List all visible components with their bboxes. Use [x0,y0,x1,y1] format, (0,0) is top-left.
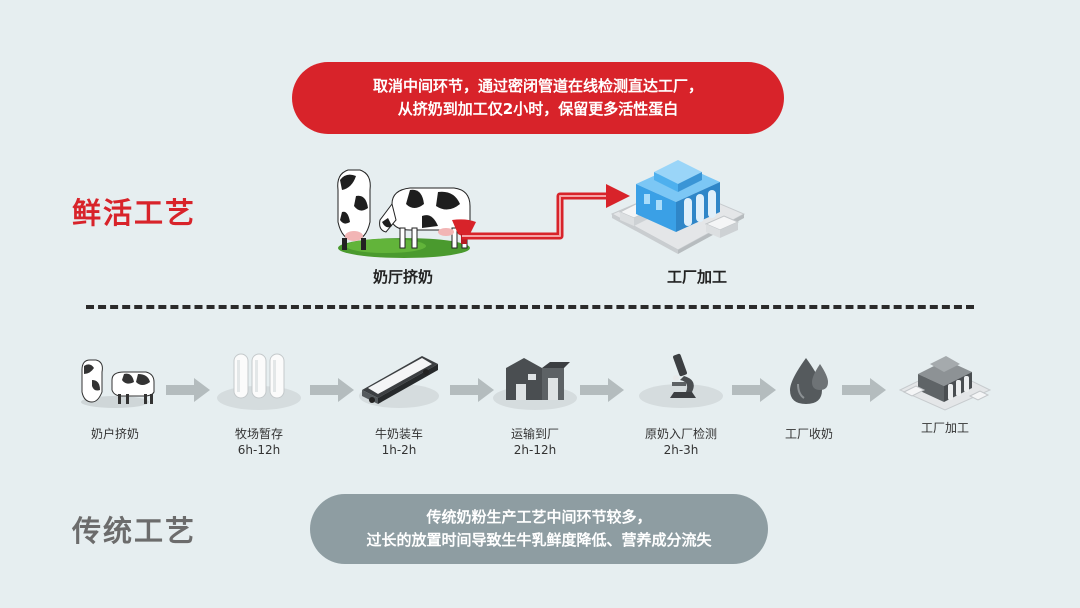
traditional-step-4: 运输到厂 2h-12h [480,350,590,458]
step-duration: 2h-12h [513,443,557,457]
step-label: 牧场暂存 [234,427,283,441]
arrow-right-icon [166,378,210,402]
fresh-process-banner: 取消中间环节，通过密闭管道在线检测直达工厂， 从挤奶到加工仅2小时，保留更多活性… [292,62,784,134]
sealed-pipeline-icon [462,184,630,240]
silo-tanks-icon [204,350,314,412]
traditional-process-banner: 传统奶粉生产工艺中间环节较多， 过长的放置时间导致生牛乳鲜度降低、营养成分流失 [310,494,768,564]
step-label: 牛奶装车 [374,427,423,441]
tanker-truck-icon [344,350,454,412]
milk-drop-icon [754,350,864,412]
fresh-banner-line-1: 取消中间环节，通过密闭管道在线检测直达工厂， [372,77,703,95]
traditional-step-1: 奶户挤奶 [60,350,170,442]
factory-building-icon [480,350,590,412]
traditional-banner-line-2: 过长的放置时间导致生牛乳鲜度降低、营养成分流失 [366,531,712,549]
arrow-right-icon [310,378,354,402]
step-label: 运输到厂 [510,427,559,441]
fresh-process-title: 鲜活工艺 [72,196,197,230]
traditional-step-3: 牛奶装车 1h-2h [344,350,454,458]
step-duration: 2h-3h [663,443,699,457]
traditional-step-6: 工厂收奶 [754,350,864,442]
fresh-banner-line-2: 从挤奶到加工仅2小时，保留更多活性蛋白 [397,100,679,118]
fresh-start-label: 奶厅挤奶 [372,268,433,286]
cows-icon [60,350,170,412]
section-divider [86,305,974,309]
arrow-right-icon [580,378,624,402]
microscope-icon [626,350,736,412]
step-duration: 6h-12h [237,443,281,457]
step-duration: 1h-2h [381,443,417,457]
blue-factory-icon [606,150,748,254]
arrow-right-icon [450,378,494,402]
traditional-process-title: 传统工艺 [72,514,197,548]
traditional-step-2: 牧场暂存 6h-12h [204,350,314,458]
factory-icon [890,344,1000,412]
traditional-step-5: 原奶入厂检测 2h-3h [626,350,736,458]
traditional-step-7: 工厂加工 [890,344,1000,436]
step-label: 原奶入厂检测 [644,427,717,441]
arrow-right-icon [842,378,886,402]
arrow-right-icon [732,378,776,402]
step-label: 工厂收奶 [784,427,833,441]
step-label: 奶户挤奶 [90,427,139,441]
step-label: 工厂加工 [920,421,969,435]
traditional-banner-line-1: 传统奶粉生产工艺中间环节较多， [426,508,652,526]
fresh-end-label: 工厂加工 [666,268,727,286]
